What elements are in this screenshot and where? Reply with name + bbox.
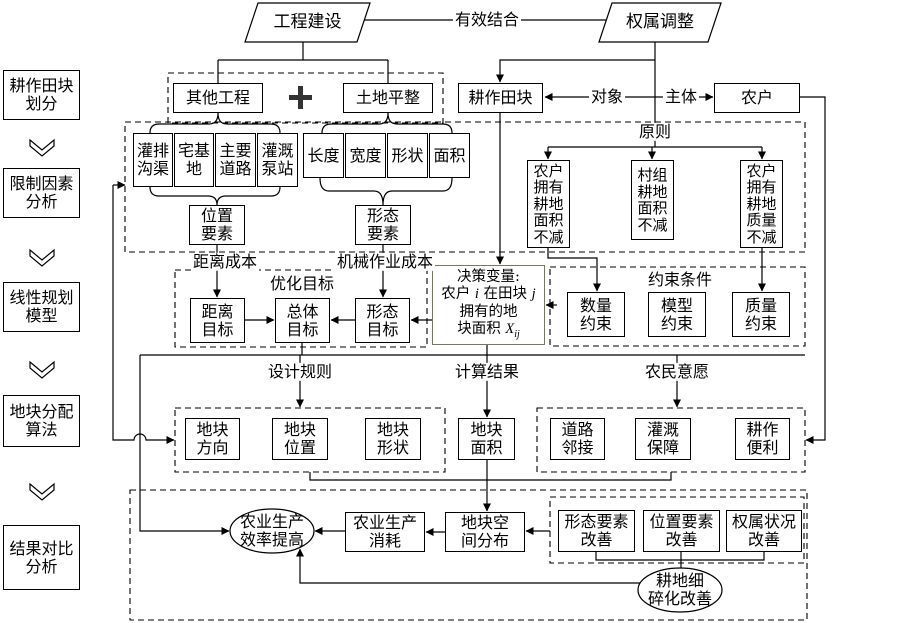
field-block-box: 耕作田块 [458,83,543,113]
index-i: i [474,286,479,303]
step-field-division: 耕作田块 划分 [3,70,80,120]
land-leveling-box: 土地平整 [343,83,433,113]
distance-objective-box: 距离 目标 [190,298,245,343]
length-box: 长度 [303,133,344,178]
parcel-direction-box: 地块 方向 [185,418,240,460]
fragmentation-label: 耕地细 碎化改善 [647,571,712,608]
combine-label: 有效结合 [452,9,522,30]
chevron-down-icon [29,248,55,267]
step-result-comparison: 结果对比 分析 [3,525,80,590]
location-factor-brace [149,186,281,206]
calculation-result-label: 计算结果 [452,361,522,382]
shape-factor-box: 形态 要素 [355,205,411,245]
optimization-title: 优化目标 [269,273,335,293]
decision-line-farmer-field: 农户 i 在田块 j [441,286,536,303]
location-factor-box: 位置 要素 [189,205,245,245]
shape-objective-box: 形态 目标 [355,298,410,343]
merge-line [309,472,672,481]
decision-variable-text: 决策变量: 农户 i 在田块 j 拥有的地 块面积 Xij [441,269,535,341]
decision-line-area: 块面积 Xij [457,321,520,341]
design-rules-dashed-frame [174,407,446,473]
area-to-quantity-arrow [547,248,601,292]
parcel-area-box: 地块 面积 [458,418,515,460]
other-works-box: 其他工程 [173,83,263,113]
outcome-dashed-region [129,489,808,621]
plus-icon [289,86,312,109]
ownership-parallelogram [598,2,722,43]
other-works-brace [149,112,281,134]
principle-farmer-area: 农户 拥有 耕地 面积 不减 [527,160,570,248]
shape-improvement-box: 形态要素 改善 [558,510,635,552]
consumption-box: 农业生产 消耗 [345,512,425,552]
ownership-improvement-box: 权属状况 改善 [726,510,802,552]
irrigation-guarantee-box: 灌溉 保障 [635,418,691,460]
pump-station-box: 灌溉 泵站 [257,133,298,187]
width-box: 宽度 [345,133,386,178]
variable-x: X [505,321,515,338]
fragmentation-to-efficiency-arrow [296,548,640,584]
chevron-down-icon [29,482,55,501]
constraints-title: 约束条件 [647,269,713,289]
principle-village-area: 村组 耕地 面积 不减 [631,160,674,240]
step-constraint-analysis: 限制因素 分析 [3,168,80,218]
efficiency-label: 农业生产 效率提高 [239,512,304,549]
main-road-box: 主要 道路 [215,133,256,187]
farmer-to-wishes-arrow [800,96,826,444]
principle-farmer-quality: 农户 拥有 耕地 质量 不减 [740,160,783,248]
shape-box: 形状 [387,133,428,178]
chevron-down-icon [29,360,55,379]
engineering-parallelogram [244,2,371,43]
quality-constraint-box: 质量 约束 [732,292,790,337]
engineering-dashed-frame [167,72,444,124]
improvement-merge-line [595,552,765,568]
fragmentation-ellipse [637,567,723,613]
optimization-dashed-frame [174,269,428,348]
subject-label: 主体 [662,86,700,107]
object-label: 对象 [588,86,626,107]
decision-line-own: 拥有的地 [459,303,518,320]
constraints-dashed-frame [549,266,806,347]
homestead-box: 宅基 地 [174,133,214,187]
overall-objective-box: 总体 目标 [275,298,330,343]
chevron-down-icon [29,138,55,157]
distance-cost-label: 距离成本 [190,251,260,272]
efficiency-ellipse [229,508,315,554]
decision-variable-box: 决策变量: 农户 i 在田块 j 拥有的地 块面积 Xij [432,265,545,345]
engineering-label: 工程建设 [273,11,342,32]
step-linear-programming: 线性规划 模型 [3,282,80,332]
parcel-location-box: 地块 位置 [272,418,328,460]
farming-convenience-box: 耕作 便利 [735,418,790,460]
left-to-design-arrow [112,185,175,444]
machinery-cost-label: 机械作业成本 [334,251,436,272]
area-box: 面积 [429,133,470,178]
design-rules-label: 设计规则 [265,361,335,382]
shape-factor-brace [319,177,453,206]
ownership-label: 权属调整 [626,11,694,32]
principles-title: 原则 [636,121,674,142]
bus-to-efficiency-arrow [139,355,230,535]
step-allocation-algorithm: 地块分配 算法 [3,395,80,447]
index-j: j [531,286,536,303]
quantity-constraint-box: 数量 约束 [567,292,625,337]
variable-subscript: ij [514,329,520,341]
location-improvement-box: 位置要素 改善 [643,510,720,552]
irrigation-ditch-box: 灌排 沟渠 [133,133,173,187]
land-leveling-brace [321,112,453,134]
model-constraint-box: 模型 约束 [648,292,706,337]
ownership-to-field-arrow [496,59,655,83]
spatial-distribution-box: 地块空 间分布 [445,512,525,552]
decision-label: 决策变量: [457,268,520,285]
farmer-wishes-label: 农民意愿 [642,361,712,382]
engineering-split-line [217,42,389,83]
road-adjacency-box: 道路 邻接 [550,418,605,460]
farmer-box: 农户 [714,83,800,113]
parcel-shape-box: 地块 形状 [365,418,421,460]
